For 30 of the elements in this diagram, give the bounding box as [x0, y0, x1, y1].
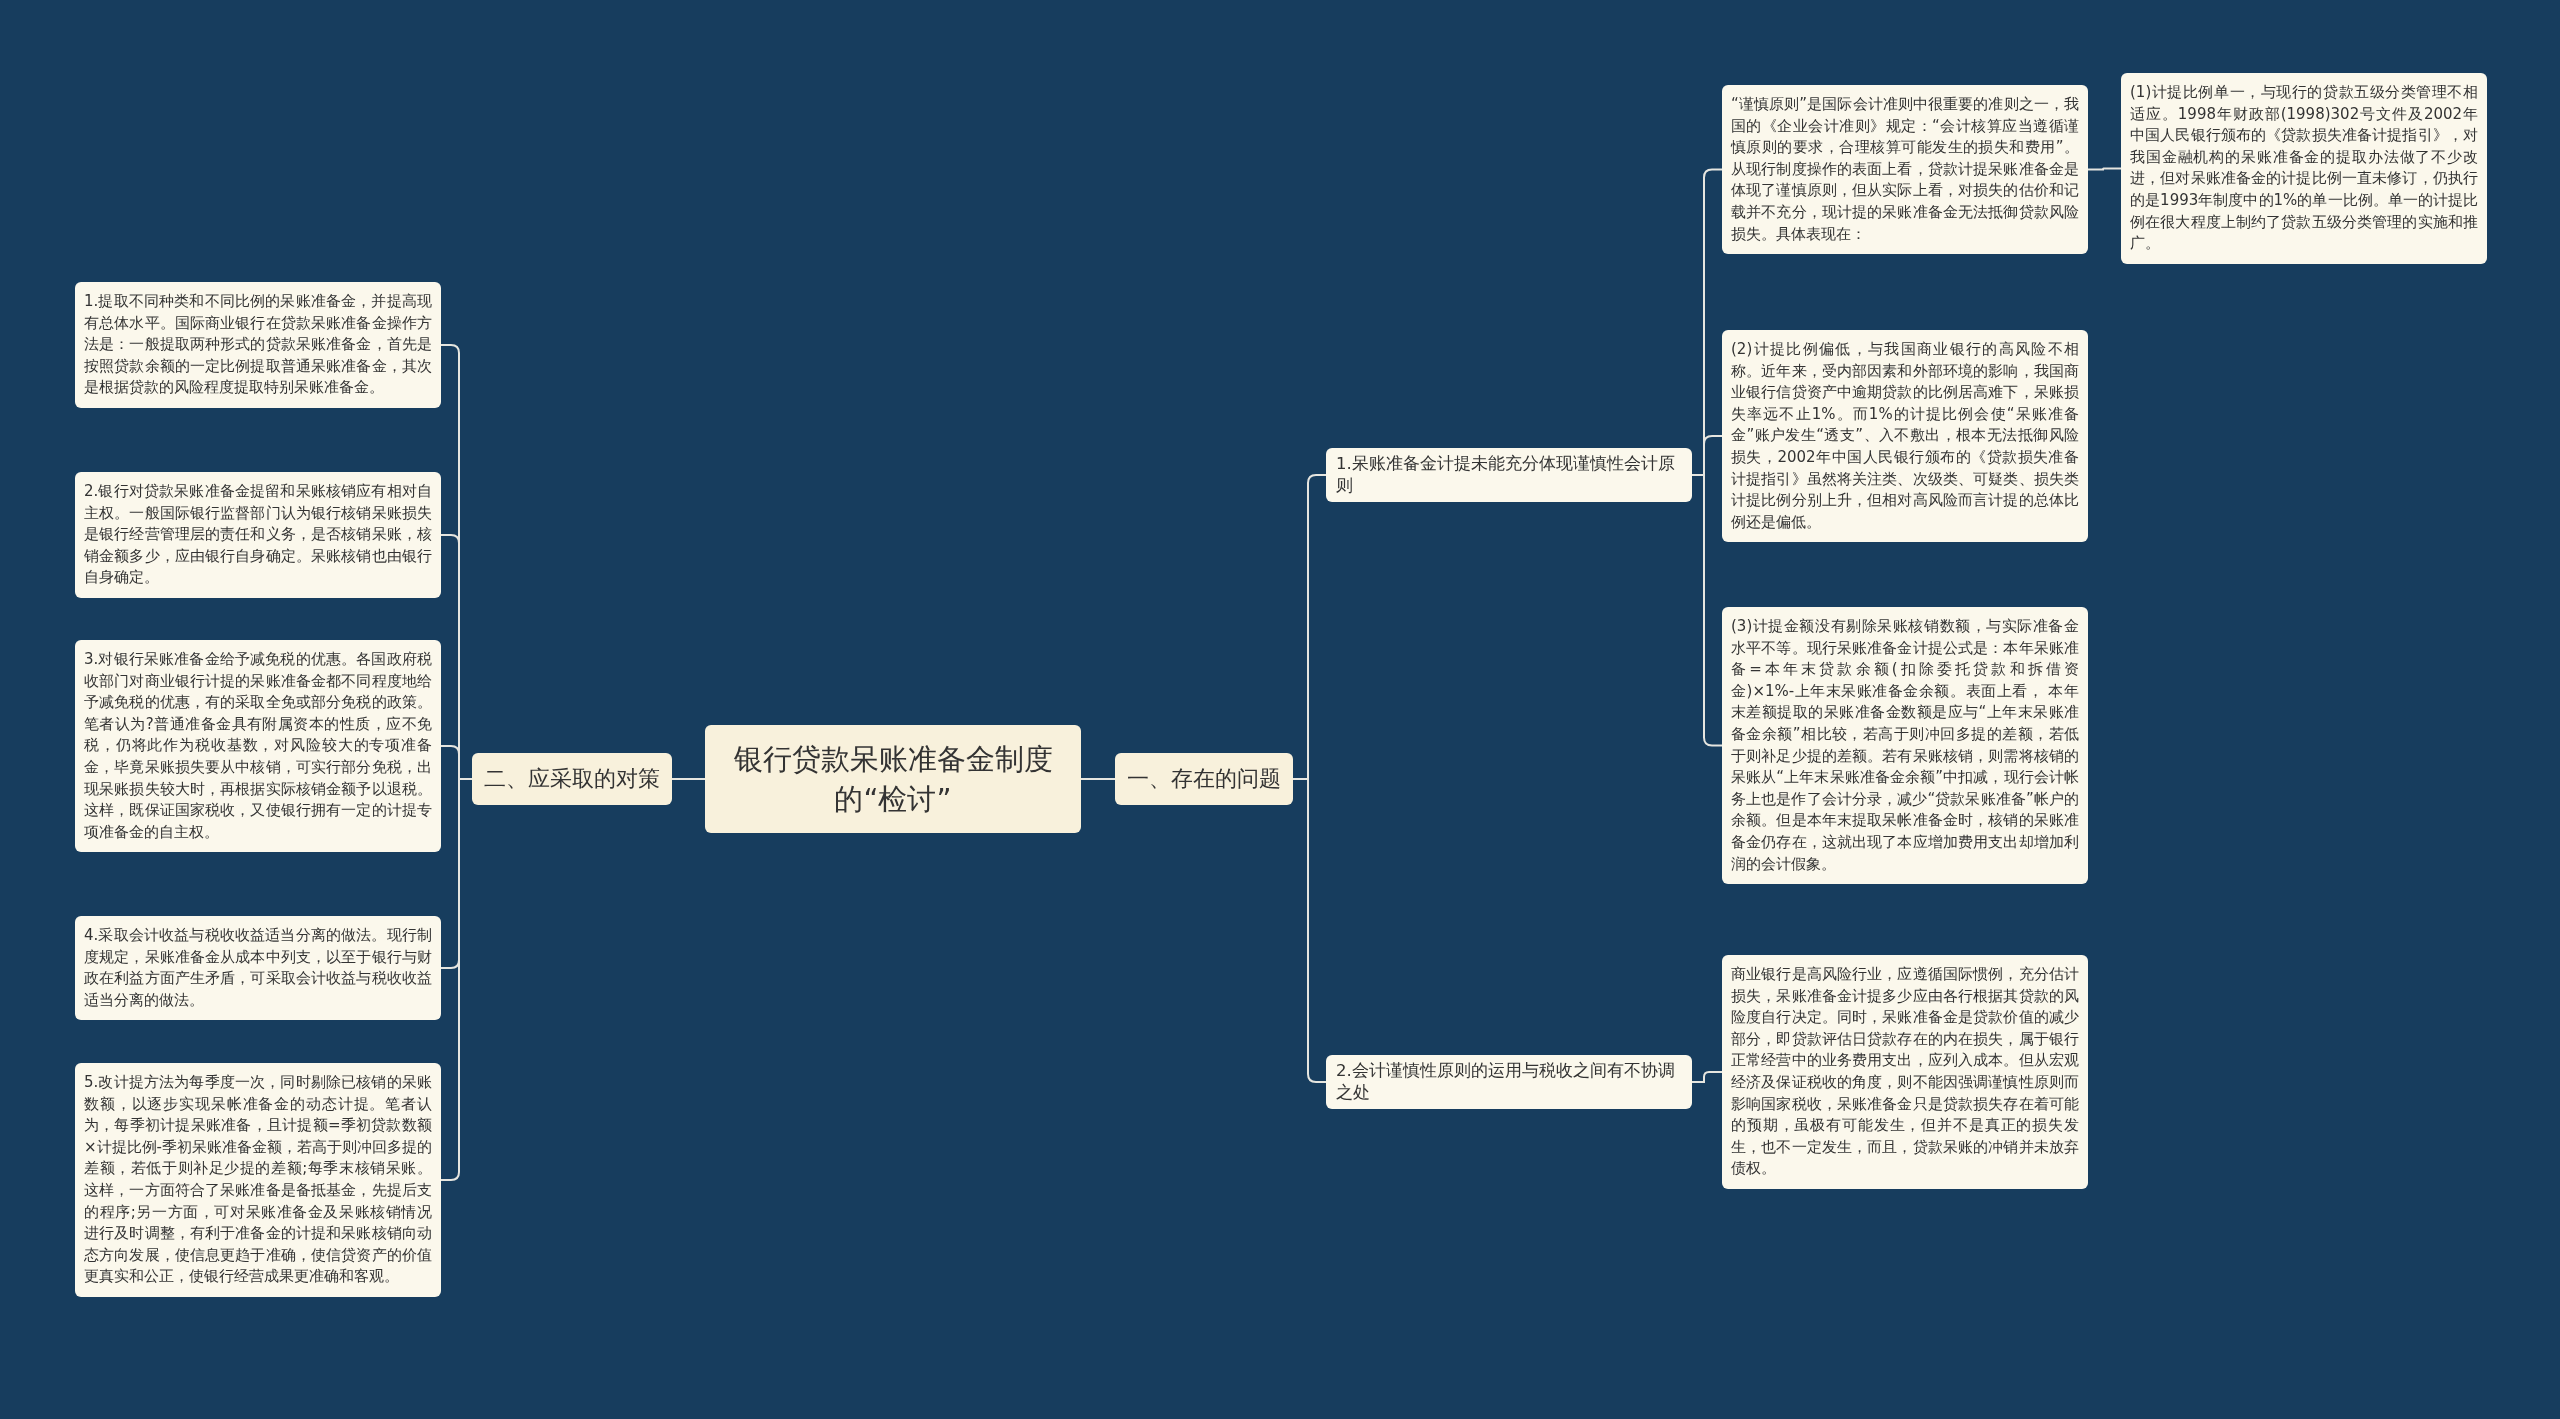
topic-text: 商业银行是高风险行业，应遵循国际惯例，充分估计损失，呆账准备金计提多少应由各行根据其贷款的风险度自行决定。同时，呆账准备金是贷款价值的减少部分，即贷款评估日贷款存在的内在损失，属于银行正常经营中的业务费用支出，应列入成本。但从宏观经济及保证税收的角度，则不能因强调谨慎性原则而影响国家税收，呆账准备金只是贷款损失存在着可能的预期，虽极有可能发生，但并不是真正的损失发生，也不一定发生，而且，贷款呆账的冲销并未放弃债权。 [1731, 964, 2079, 1180]
central-topic [705, 725, 1081, 833]
connector-line [1080, 778, 1116, 780]
topic-text: (2)计提比例偏低，与我国商业银行的高风险不相称。近年来，受内部因素和外部环境的影响，我国商业银行信贷资产中逾期贷款的比例居高难下，呆账损失率远不止1%。而1%的计提比例会使“呆账准备金”账户发生“透支”、入不敷出，根本无法抵御风险损失，2002年中国人民银行颁布的《贷款损失准备计提指引》虽然将关注类、次级类、可疑类、损失类计提比例分别上升，但相对高风险而言计提的总体比例还是偏低。 [1731, 339, 2079, 533]
note-card [75, 282, 441, 408]
branch-topic [1115, 753, 1293, 805]
topic-text: 1.呆账准备金计提未能充分体现谨慎性会计原则 [1336, 453, 1676, 497]
topic-text: 2.银行对贷款呆账准备金提留和呆账核销应有相对自主权。一般国际银行监督部门认为银行核销呆账损失是银行经营管理层的责任和义务，是否核销呆账，核销金额多少，应由银行自身确定。呆账核销也由银行自身确定。 [84, 481, 432, 589]
topic-text: 银行贷款呆账准备金制度的“检讨” [732, 741, 1054, 818]
connector-line [1292, 778, 1327, 1083]
topic-text: (3)计提金额没有剔除呆账核销数额，与实际准备金水平不等。现行呆账准备金计提公式是：本年呆账准备=本年末贷款余额(扣除委托贷款和拆借资金)×1%-上年末呆账准备金余额。表面上看， 本年末差额提取的呆账准备金数额是应与“上年末呆账准备金余额”相比较，若高于则冲回多提的差额，若低于则补足少提的差额。若有呆账核销，则需将核销的呆账从“上年末呆账准备金余额”中扣减，现行会计帐务上也是作了会计分录，减少“贷款呆账准备”帐户的余额。但是本年末提取呆帐准备金时，核销的呆账准备金仍存在，这就出现了本应增加费用支出却增加利润的会计假象。 [1731, 616, 2079, 875]
connector-line [671, 778, 706, 780]
topic-text: 2.会计谨慎性原则的运用与税收之间有不协调之处 [1336, 1060, 1676, 1104]
topic-text: 1.提取不同种类和不同比例的呆账准备金，并提高现有总体水平。国际商业银行在贷款呆账准备金操作方法是：一般提取两种形式的贷款呆账准备金，首先是按照贷款余额的一定比例提取普通呆账准备金，其次是根据贷款的风险程度提取特别呆账准备金。 [84, 291, 432, 399]
connector-line [2087, 167, 2122, 171]
topic-text: 一、存在的问题 [1127, 765, 1281, 793]
note-card [75, 472, 441, 598]
subtopic-box [1326, 1055, 1692, 1109]
subtopic-box [1326, 448, 1692, 502]
topic-text: “谨慎原则”是国际会计准则中很重要的准则之一，我国的《企业会计准则》规定：“会计核算应当遵循谨慎原则的要求，合理核算可能发生的损失和费用”。从现行制度操作的表面上看，贷款计提呆账准备金是体现了谨慎原则，但从实际上看，对损失的估价和记载并不充分，现计提的呆账准备金无法抵御贷款风险损失。具体表现在： [1731, 94, 2079, 245]
topic-text: 3.对银行呆账准备金给予减免税的优惠。各国政府税收部门对商业银行计提的呆账准备金都不同程度地给予减免税的优惠，有的采取全免或部分免税的政策。笔者认为?普通准备金具有附属资本的性质，应不免税，仍将此作为税收基数，对风险较大的专项准备金，毕竟呆账损失要从中核销，可实行部分免税，出现呆账损失较大时，再根据实际核销金额予以退税。这样，既保证国家税收，又使银行拥有一定的计提专项准备金的自主权。 [84, 649, 432, 843]
branch-topic [472, 753, 672, 805]
note-card [1722, 85, 2088, 255]
topic-text: 4.采取会计收益与税收收益适当分离的做法。现行制度规定，呆账准备金从成本中列支，以至于银行与财政在利益方面产生矛盾，可采取会计收益与税收收益适当分离的做法。 [84, 925, 432, 1011]
topic-text: (1)计提比例单一，与现行的贷款五级分类管理不相适应。1998年财政部(1998)302号文件及2002年中国人民银行颁布的《贷款损失准备计提指引》，对我国金融机构的呆账准备金的提取办法做了不少改进，但对呆账准备金的计提比例一直未修订，仍执行的是1993年制度中的1%的单一比例。单一的计提比例在很大程度上制约了贷款五级分类管理的实施和推广。 [2130, 82, 2478, 255]
note-card [75, 916, 441, 1021]
connector-line [1691, 1071, 1723, 1083]
topic-text: 5.改计提方法为每季度一次，同时剔除已核销的呆账数额，以逐步实现呆帐准备金的动态计提。笔者认为，每季初计提呆账准备，且计提额=季初贷款数额×计提比例-季初呆账准备金额，若高于则冲回多提的差额，若低于则补足少提的差额;每季末核销呆账。这样，一方面符合了呆账准备是备抵基金，先提后支的程序;另一方面，可对呆账准备金及呆账核销情况进行及时调整，有利于准备金的计提和呆账核销向动态方向发展，使信息更趋于准确，使信贷资产的价值更真实和公正，使银行经营成果更准确和客观。 [84, 1072, 432, 1288]
connector-line [1691, 474, 1723, 747]
topic-text: 二、应采取的对策 [484, 765, 660, 793]
